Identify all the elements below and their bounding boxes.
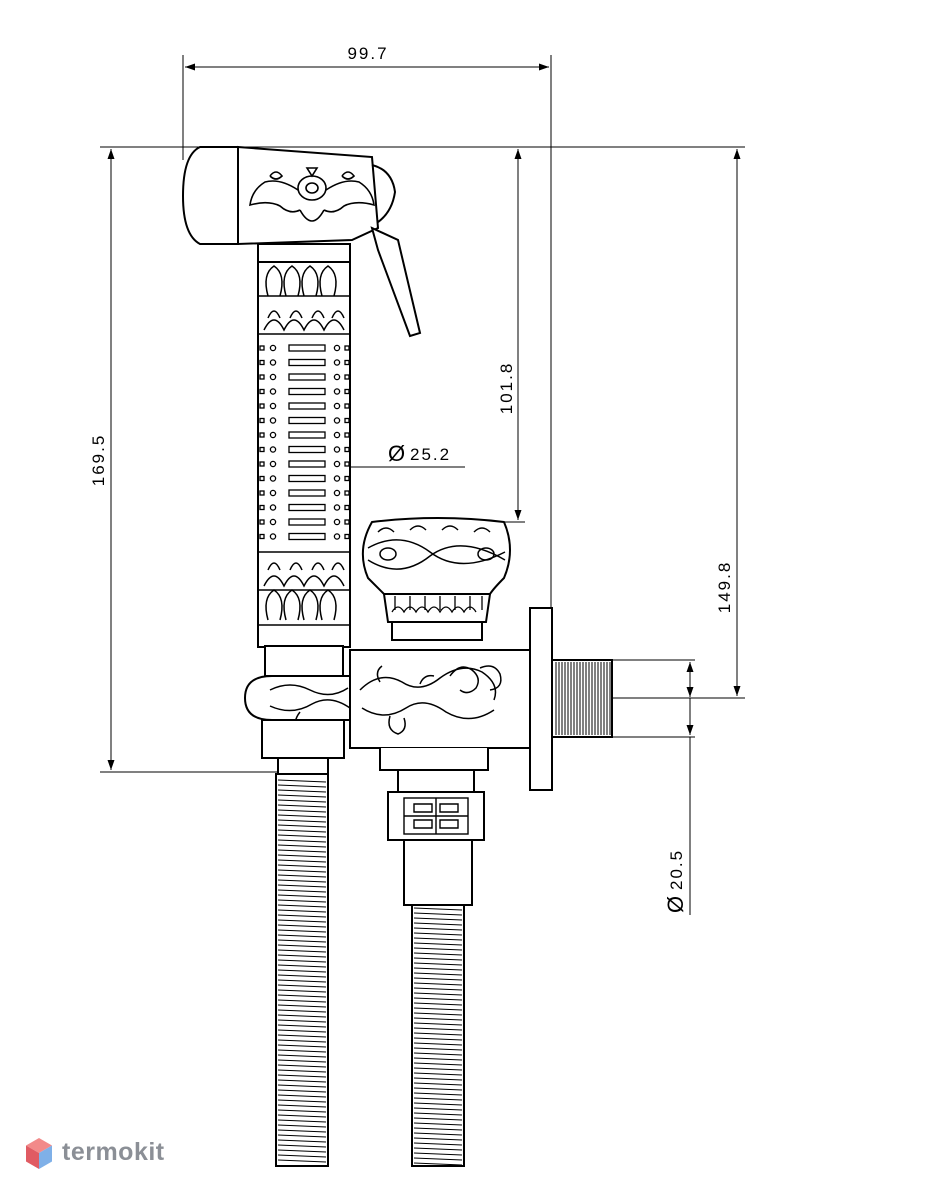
dim-diameter-thread: 20.5 bbox=[667, 849, 686, 890]
valve-body bbox=[243, 517, 613, 841]
body-ornament bbox=[269, 665, 502, 735]
dim-diameter-handle: 25.2 bbox=[410, 445, 451, 464]
sprayer-handle bbox=[257, 261, 351, 648]
hoses bbox=[275, 773, 473, 1167]
diameter-symbol-thread: Ø bbox=[663, 894, 688, 913]
diameter-symbol-handle: Ø bbox=[388, 441, 407, 466]
handle-grip-pattern bbox=[259, 344, 350, 541]
wall-flange bbox=[529, 607, 553, 791]
dim-width-top: 99.7 bbox=[347, 44, 388, 63]
head-ornament bbox=[249, 167, 375, 222]
watermark-brand: termokit bbox=[62, 1138, 165, 1166]
dim-height-total: 169.5 bbox=[89, 434, 108, 487]
dim-height-handle: 101.8 bbox=[497, 362, 516, 415]
dim-height-outlet: 149.8 bbox=[715, 561, 734, 614]
hexagon-cube-icon bbox=[26, 1138, 52, 1169]
sprayer-head bbox=[181, 145, 422, 338]
handle-upper-band bbox=[258, 265, 350, 335]
threaded-outlet bbox=[551, 659, 613, 738]
handle-lower-band bbox=[258, 551, 350, 626]
